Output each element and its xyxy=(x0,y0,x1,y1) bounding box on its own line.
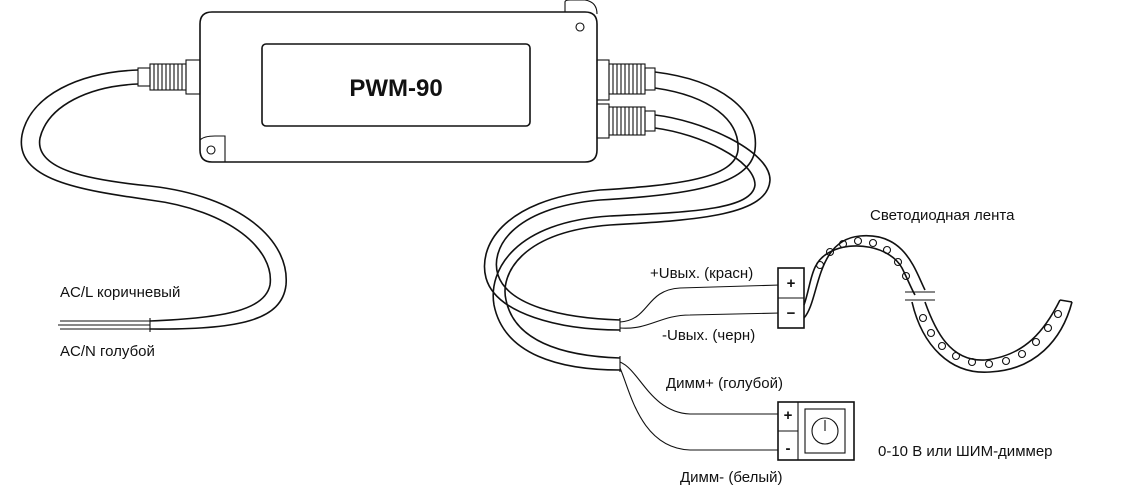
ac-l-label: AC/L коричневый xyxy=(60,284,180,301)
dimmer-cable xyxy=(492,114,778,451)
led-strip xyxy=(803,235,1073,373)
output-plus-label: +Uвых. (красн) xyxy=(650,265,753,282)
dimmer-plus-sign: + xyxy=(784,407,793,424)
dimmer-plus-label: Димм+ (голубой) xyxy=(666,375,783,392)
dimmer-cable-gland xyxy=(596,103,656,139)
output-cable xyxy=(483,71,781,332)
dimmer-device: + - xyxy=(777,401,855,461)
led-dots xyxy=(815,236,1063,369)
output-plus-sign: + xyxy=(787,275,796,292)
model-label-plate xyxy=(261,43,531,127)
model-label: PWM-90 xyxy=(349,75,442,102)
input-cable-gland xyxy=(137,59,201,95)
dimmer-minus-label: Димм- (белый) xyxy=(680,469,783,486)
dimmer-device-label: 0-10 В или ШИМ-диммер xyxy=(878,443,1053,460)
ac-n-label: AC/N голубой xyxy=(60,343,155,360)
input-cable xyxy=(20,69,287,332)
dimmer-minus-sign: - xyxy=(786,440,791,457)
led-strip-label: Светодиодная лента xyxy=(870,207,1015,224)
output-minus-label: -Uвых. (черн) xyxy=(662,327,755,344)
driver-unit: PWM-90 xyxy=(199,0,598,163)
output-cable-gland xyxy=(596,59,656,101)
output-minus-sign: − xyxy=(787,305,796,322)
output-terminal-block: + − xyxy=(777,267,805,329)
dimmer-knob-icon xyxy=(811,417,839,445)
